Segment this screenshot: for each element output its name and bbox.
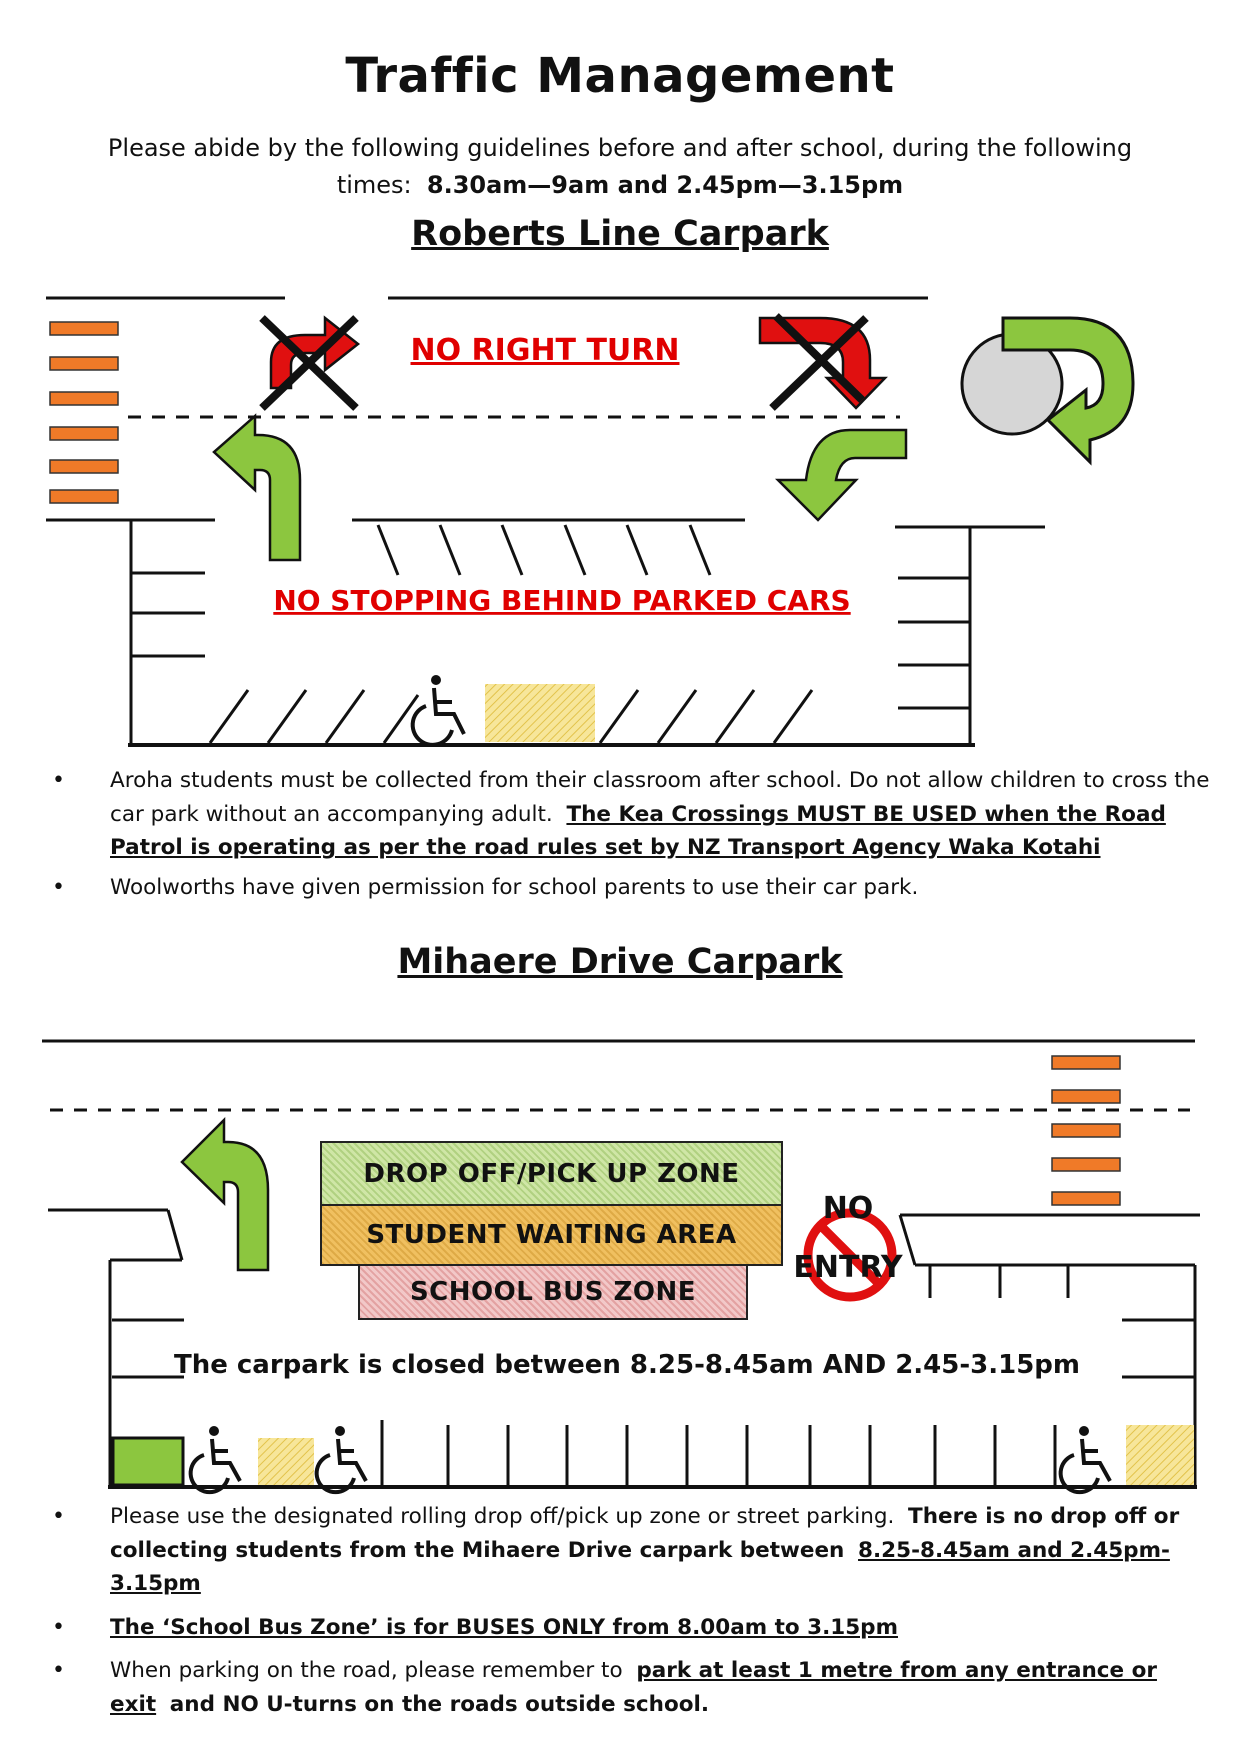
carpark-closed-notice: The carpark is closed between 8.25-8.45a… xyxy=(174,1350,1080,1380)
roberts-bullet-list: • Aroha students must be collected from … xyxy=(52,764,1210,905)
intro-line-1: Please abide by the following guidelines… xyxy=(107,134,1133,162)
mihaere-carpark-diagram: NO ENTRY The carpark is closed between 8… xyxy=(42,1039,1200,1495)
mihaere-heading: Mihaere Drive Carpark xyxy=(397,942,843,982)
no-stopping-label: NO STOPPING BEHIND PARKED CARS xyxy=(273,584,850,617)
kea-crossing xyxy=(49,321,119,504)
no-entry-icon: NO ENTRY xyxy=(793,1191,904,1302)
bullet-dot: • xyxy=(52,1658,65,1683)
mihaere-bullet-3-text: When parking on the road, please remembe… xyxy=(110,1658,623,1683)
mihaere-bullet-3-bold: and NO U-turns on the roads outside scho… xyxy=(169,1691,710,1717)
mihaere-bullet-1-underlined: 8.25-8.45am and 2.45pm-3.15pm xyxy=(110,1537,1170,1597)
intro-line-2: times: 8.30am—9am and 2.45pm—3.15pm xyxy=(40,167,1200,204)
yellow-hatch-area xyxy=(1126,1425,1194,1485)
no-right-turn-label: NO RIGHT TURN xyxy=(411,333,680,368)
intro-times-prefix: times: xyxy=(336,171,412,199)
list-item: • When parking on the road, please remem… xyxy=(52,1654,1210,1721)
list-item: • The ‘School Bus Zone’ is for BUSES ONL… xyxy=(52,1611,1210,1645)
mihaere-bullet-1-bold: There is no drop off or collecting stude… xyxy=(110,1504,1180,1563)
mihaere-bullet-list: • Please use the designated rolling drop… xyxy=(52,1500,1210,1721)
list-item: • Woolworths have given permission for s… xyxy=(52,871,1210,905)
roberts-heading: Roberts Line Carpark xyxy=(411,214,829,254)
drop-off-zone-label: DROP OFF/PICK UP ZONE xyxy=(363,1158,740,1189)
bullet-dot: • xyxy=(52,768,65,793)
school-bus-zone-label: SCHOOL BUS ZONE xyxy=(409,1277,697,1307)
wheelchair-icon xyxy=(188,1426,242,1495)
mihaere-bullet-1-text: Please use the designated rolling drop o… xyxy=(110,1504,895,1529)
student-waiting-area: STUDENT WAITING AREA xyxy=(320,1204,783,1266)
drop-off-zone: DROP OFF/PICK UP ZONE xyxy=(320,1141,783,1206)
school-bus-zone: SCHOOL BUS ZONE xyxy=(358,1264,748,1320)
bullet-dot: • xyxy=(52,1504,65,1529)
left-turn-arrow-icon xyxy=(180,1116,270,1272)
wheelchair-icon xyxy=(1058,1426,1112,1495)
roberts-bullet-1-text: Aroha students must be collected from th… xyxy=(110,768,1210,827)
yellow-hatch-area xyxy=(485,684,595,742)
roberts-carpark-diagram: NO RIGHT TURN NO STOPPING BEHIND PARKED … xyxy=(46,296,1135,747)
bullet-dot: • xyxy=(52,874,65,900)
wheelchair-icon xyxy=(410,675,466,747)
left-turn-arrow-icon xyxy=(774,428,908,522)
green-bay xyxy=(111,1436,185,1487)
bullet-dot: • xyxy=(52,1614,65,1640)
mihaere-bullet-2-underlined: The ‘School Bus Zone’ is for BUSES ONLY … xyxy=(110,1614,898,1640)
u-turn-arrow-icon xyxy=(1001,316,1135,466)
left-turn-arrow-icon xyxy=(212,413,302,562)
student-waiting-area-label: STUDENT WAITING AREA xyxy=(366,1220,737,1250)
intro-times: 8.30am—9am and 2.45pm—3.15pm xyxy=(426,171,904,199)
list-item: • Please use the designated rolling drop… xyxy=(52,1500,1210,1601)
kea-crossing xyxy=(1051,1055,1121,1206)
no-right-turn-icon xyxy=(259,315,361,411)
roberts-bullet-2-text: Woolworths have given permission for sch… xyxy=(110,874,919,900)
intro-text: Please abide by the following guidelines… xyxy=(40,130,1200,204)
page-title: Traffic Management xyxy=(345,48,895,104)
no-entry-label-line-1: NO xyxy=(823,1191,874,1226)
mihaere-bullet-3-underlined: park at least 1 metre from any entrance … xyxy=(110,1658,1157,1717)
wheelchair-icon xyxy=(314,1426,368,1495)
yellow-hatch-area xyxy=(258,1438,314,1485)
no-entry-label-line-2: ENTRY xyxy=(793,1250,904,1285)
no-right-turn-icon xyxy=(758,313,888,411)
list-item: • Aroha students must be collected from … xyxy=(52,764,1210,865)
roberts-bullet-1-underlined: The Kea Crossings MUST BE USED when the … xyxy=(110,801,1166,861)
